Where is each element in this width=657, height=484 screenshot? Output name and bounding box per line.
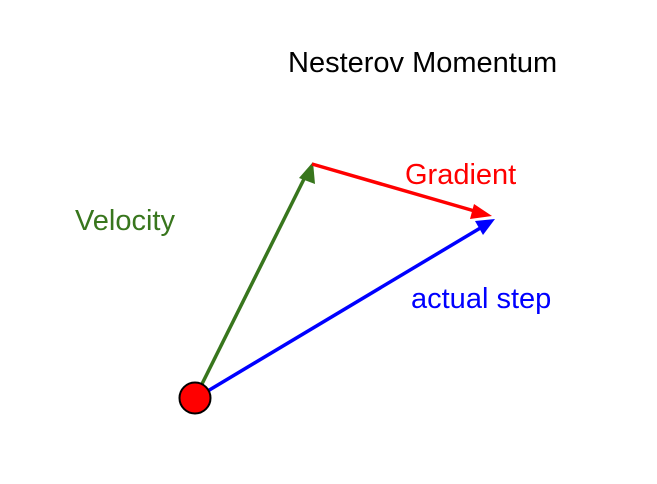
- velocity-label: Velocity: [75, 205, 175, 237]
- gradient-label: Gradient: [405, 159, 516, 191]
- gradient-arrow: [311, 162, 492, 219]
- diagram-title: Nesterov Momentum: [288, 47, 557, 79]
- actual-step-label: actual step: [411, 283, 551, 315]
- start-point: [178, 381, 212, 415]
- actual-step-arrow: [195, 219, 495, 400]
- velocity-arrow: [193, 162, 315, 399]
